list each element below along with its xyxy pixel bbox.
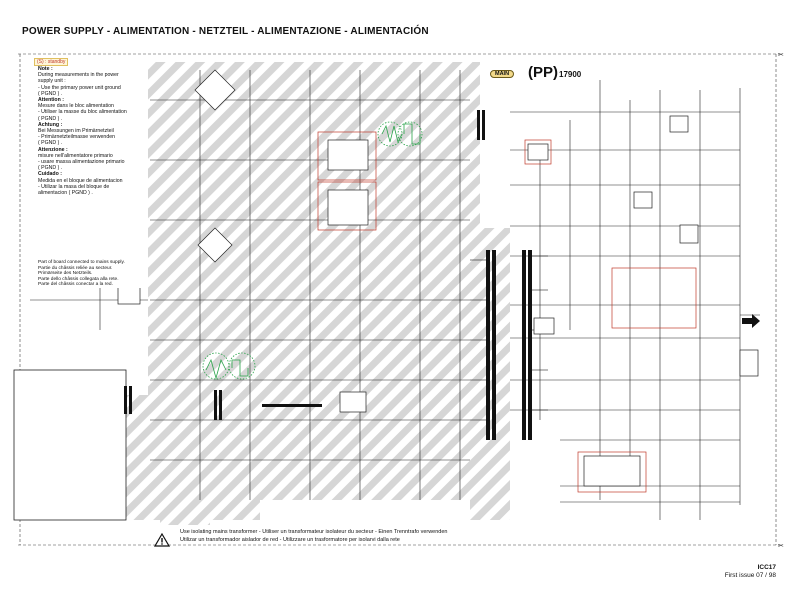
- note-heading: Achtung :: [38, 121, 63, 128]
- note-line: Bei Messungen im Primärnetzteil: [38, 128, 114, 135]
- note-heading: Cuidado :: [38, 171, 62, 178]
- issue-date: First issue 07 / 98: [724, 572, 776, 579]
- note-line: - usare massa alimentazione primario: [38, 159, 125, 166]
- arrow-right-icon: [742, 314, 760, 328]
- secondary-components: [527, 115, 759, 487]
- note-line: - Utilizar la masa del bloque de: [38, 183, 110, 190]
- warning-line-2: Utilizar un transformador aislador de re…: [180, 536, 400, 543]
- note-line: - Primärnetzteilmasse verwenden: [38, 134, 115, 141]
- svg-text:✂: ✂: [778, 51, 784, 59]
- scissors-icon: ✂ ✂: [778, 51, 784, 550]
- mains-connector-hatch: [160, 505, 210, 525]
- part-note-line: Parte dello châssis collegata alla rete.: [38, 276, 119, 282]
- primary-ic-blocks: [117, 139, 369, 413]
- part-note-line: Part of board connected to mains supply.: [38, 260, 125, 265]
- note-line: supply unit :: [38, 78, 66, 85]
- secondary-wiring: [510, 80, 760, 520]
- standby-legend: (S) : standby: [34, 58, 69, 66]
- warning-line-1: Use isolating mains transformer - Utilis…: [180, 529, 448, 535]
- note-heading: Attenzione :: [38, 146, 68, 153]
- board-id: (PP)17900: [528, 64, 581, 81]
- note-line: ( PGND ) .: [38, 90, 63, 97]
- board-pp-label: (PP): [528, 64, 558, 81]
- inset-schematic-box: [13, 369, 127, 521]
- page-title: POWER SUPPLY - ALIMENTATION - NETZTEIL -…: [22, 26, 429, 37]
- footer: ICC17 First issue 07 / 98: [725, 564, 776, 580]
- primary-wiring: [30, 70, 470, 500]
- svg-text:✂: ✂: [778, 542, 784, 550]
- note-line: Medida en el bloque de alimentacion: [38, 177, 123, 184]
- note-line: During measurements in the power: [38, 72, 119, 79]
- note-line: ( PGND ) .: [38, 165, 63, 172]
- red-highlights: [317, 131, 697, 493]
- isolation-warning: Use isolating mains transformer - Utilis…: [148, 529, 478, 547]
- note-heading: Note :: [38, 66, 53, 72]
- warning-triangle-icon: [154, 533, 170, 547]
- part-note-line: Primärseite des Netzteils.: [38, 271, 93, 277]
- note-line: - Utiliser la masse du bloc alimentation: [38, 109, 127, 116]
- note-line: - Use the primary power unit ground: [38, 84, 121, 91]
- mains-part-note: Part of board connected to mains supply.…: [38, 260, 144, 288]
- note-line: Mesure dans le bloc alimentation: [38, 103, 114, 110]
- main-transformer: [124, 110, 532, 440]
- sheet-code: ICC17: [757, 564, 776, 571]
- note-line: ( PGND ) .: [38, 115, 63, 122]
- note-line: alimentacion ( PGND ) .: [38, 190, 93, 197]
- bridge-rectifier: [194, 69, 236, 263]
- waveform-traces: [202, 121, 423, 380]
- main-board-badge: MAIN: [490, 70, 515, 78]
- note-line: ( PGND ) .: [38, 140, 63, 147]
- part-note-line: Parte del châssis conectar a la red.: [38, 282, 113, 288]
- board-pp-number: 17900: [559, 70, 582, 79]
- note-line: misure nell'alimentatore primario: [38, 152, 113, 159]
- part-note-line: Partie du châssis reliée au secteur.: [38, 265, 113, 271]
- cut-lines: [18, 53, 782, 546]
- note-heading: Attention :: [38, 97, 64, 104]
